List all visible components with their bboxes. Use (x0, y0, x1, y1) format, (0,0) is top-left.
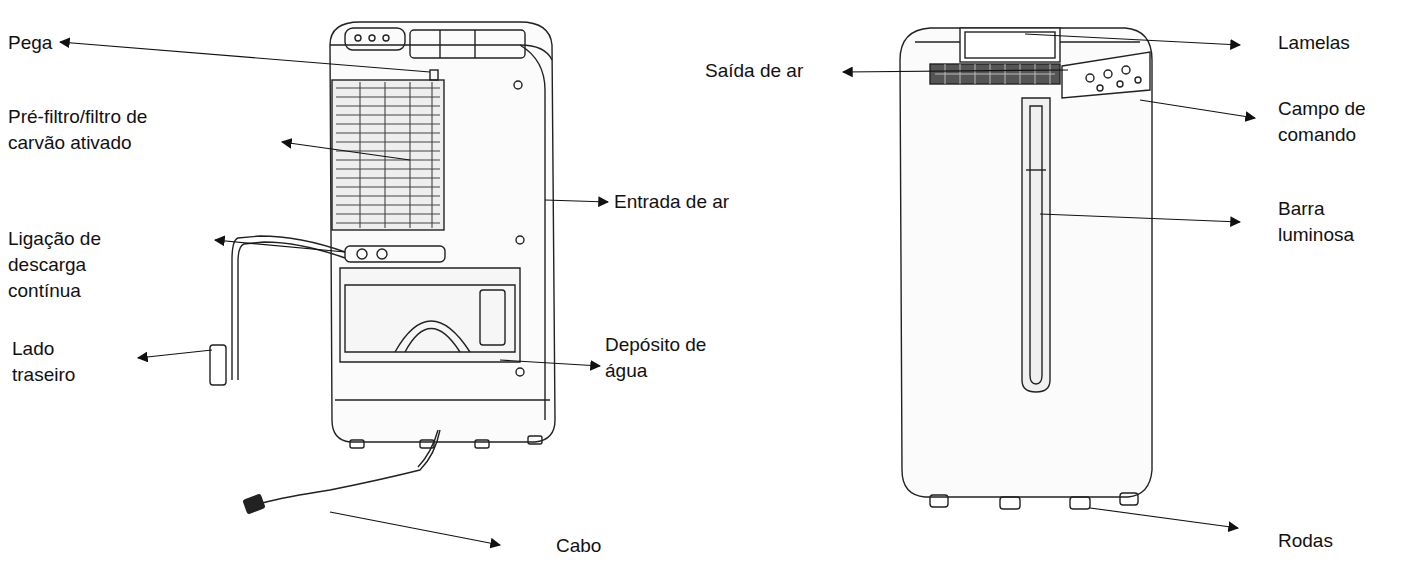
front-unit (210, 22, 555, 514)
back-unit (900, 28, 1152, 509)
part-label: Entrada de ar (614, 189, 729, 215)
leader-lines (60, 34, 1255, 545)
part-label: Lado traseiro (12, 336, 92, 388)
part-label: Ligação de descarga contínua (8, 226, 120, 305)
part-label: Campo de comando (1278, 96, 1388, 148)
part-label: Lamelas (1278, 30, 1350, 56)
part-label: Saída de ar (705, 58, 803, 84)
part-label: Pré-filtro/filtro de carvão ativado (8, 104, 208, 156)
part-label: Depósito de água (605, 332, 730, 384)
part-label: Barra luminosa (1278, 196, 1378, 248)
part-label: Cabo (556, 533, 601, 559)
part-label: Pega (8, 30, 52, 56)
part-label: Rodas (1278, 528, 1333, 554)
